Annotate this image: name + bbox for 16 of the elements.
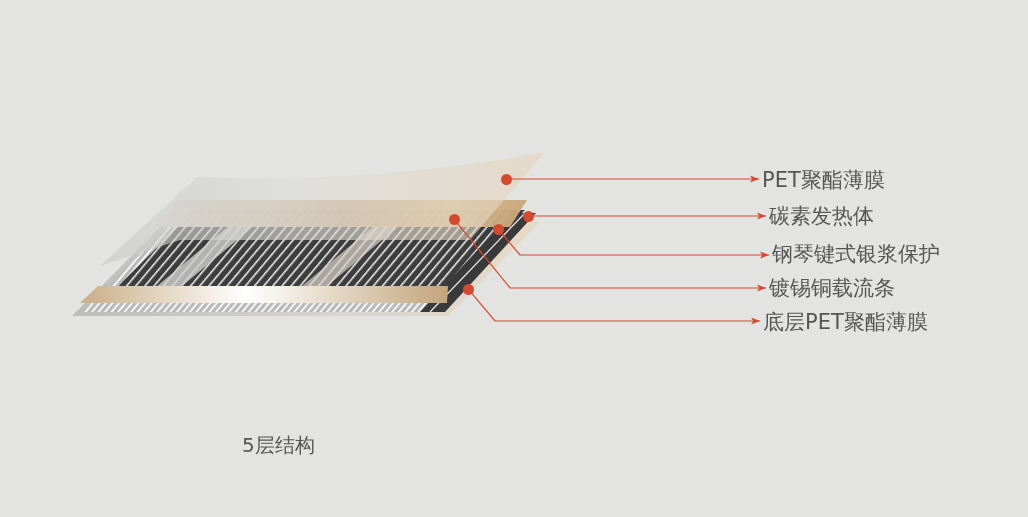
leader-arrow bbox=[532, 212, 767, 220]
marker-dot bbox=[462, 283, 474, 295]
layer-label: 底层PET聚酯薄膜 bbox=[763, 309, 928, 335]
marker-dot bbox=[448, 213, 460, 225]
leader-arrow bbox=[500, 232, 770, 259]
layer-label: 钢琴键式银浆保护 bbox=[772, 241, 940, 267]
layer-label: PET聚酯薄膜 bbox=[762, 167, 885, 193]
layer-label: 碳素发热体 bbox=[769, 203, 874, 229]
leader-arrow bbox=[510, 175, 760, 183]
leader-arrow bbox=[470, 292, 761, 325]
caption-text: 5层结构 bbox=[242, 432, 315, 458]
leader-arrow bbox=[456, 222, 767, 292]
marker-dot bbox=[522, 210, 534, 222]
marker-dot bbox=[500, 173, 512, 185]
layer-label: 镀锡铜载流条 bbox=[769, 275, 895, 301]
marker-dot bbox=[492, 223, 504, 235]
